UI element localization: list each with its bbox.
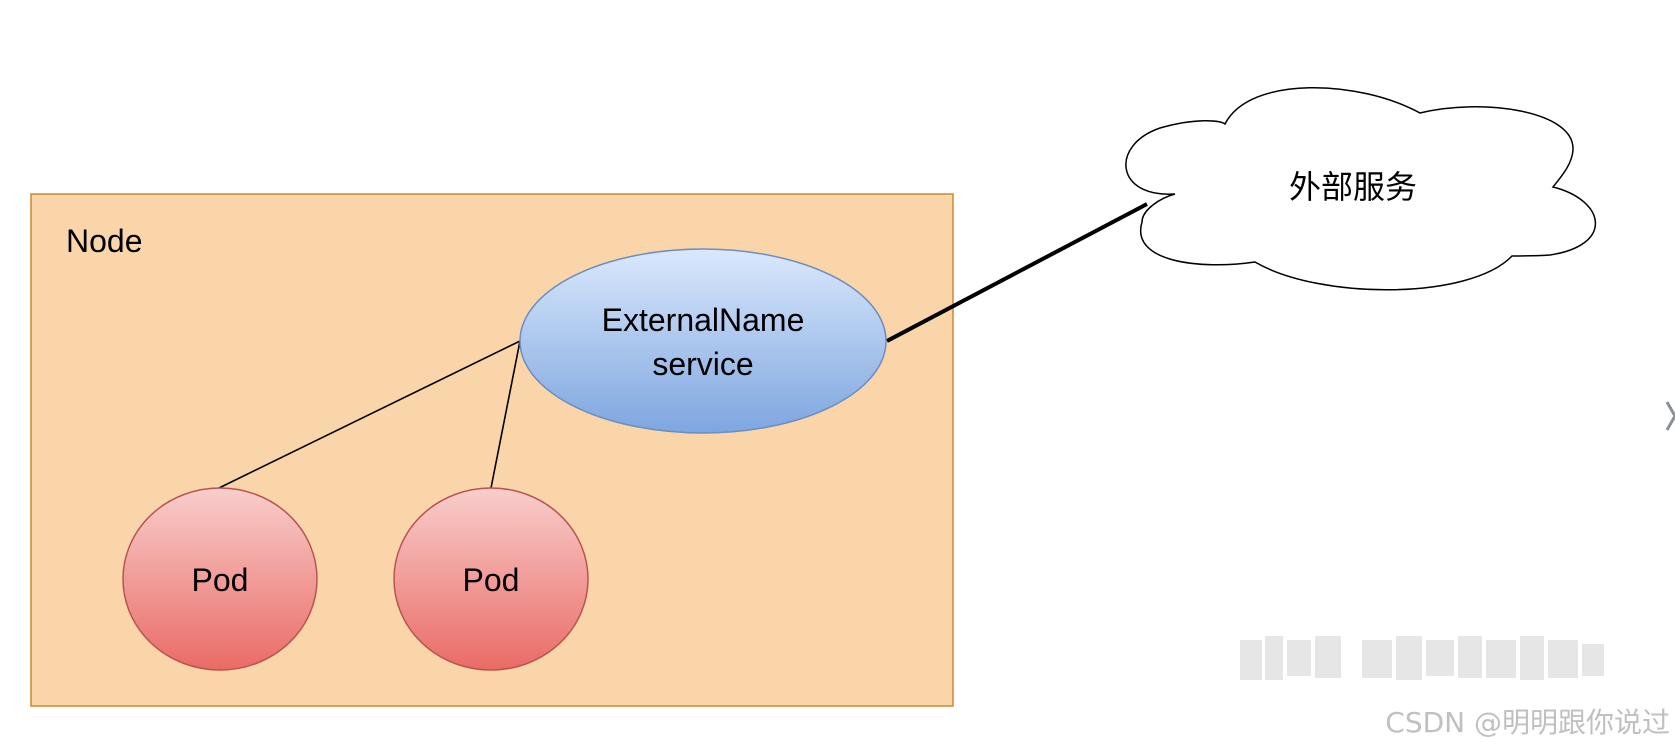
- blurred-watermark-block: [1240, 636, 1604, 680]
- chevron-right-icon: [1665, 401, 1675, 431]
- connector-service-external: [886, 202, 1148, 343]
- external-service-label: 外部服务: [1289, 169, 1417, 205]
- node-label: Node: [66, 223, 143, 259]
- connector-service-pod-2: [490, 340, 521, 489]
- csdn-watermark: CSDN @明明跟你说过: [1385, 706, 1670, 739]
- externalname-service-ellipse: [519, 248, 887, 434]
- connector-service-pod-1: [218, 340, 521, 489]
- external-service-cloud: [1125, 87, 1597, 291]
- pod-label-2: Pod: [463, 562, 520, 598]
- service-label-line2: service: [652, 346, 753, 382]
- service-label-line1: ExternalName: [602, 302, 805, 338]
- pod-label-1: Pod: [192, 562, 249, 598]
- pod-circle-1: [122, 487, 318, 671]
- pod-circle-2: [393, 487, 589, 671]
